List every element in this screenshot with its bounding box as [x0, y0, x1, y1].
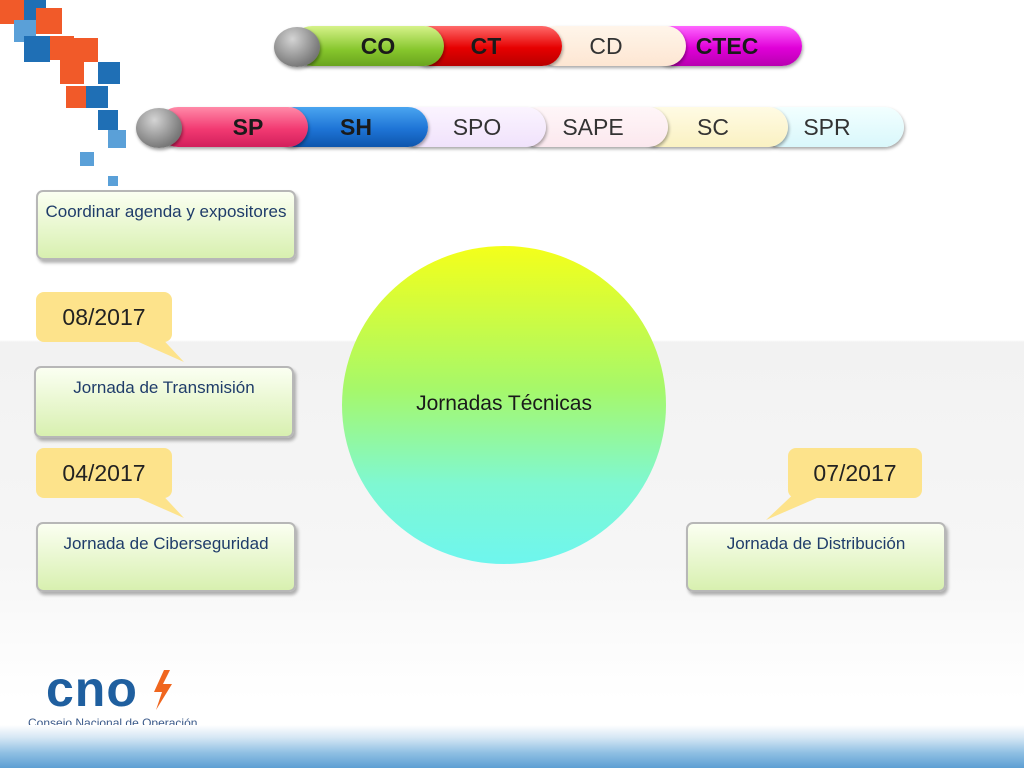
jornada-ciberseguridad-text: Jornada de Ciberseguridad — [63, 534, 269, 553]
callout-body: 04/2017 — [36, 448, 172, 498]
agenda-box: Coordinar agenda y expositores — [36, 190, 296, 260]
row2-knob-icon — [136, 108, 182, 148]
callout-body: 07/2017 — [788, 448, 922, 498]
cno-wordmark: cno — [46, 661, 138, 717]
jornada-distribucion-box: Jornada de Distribución — [686, 522, 946, 592]
agenda-box-text: Coordinar agenda y expositores — [45, 202, 287, 221]
circle-label: Jornadas Técnicas — [416, 392, 592, 415]
callout-transmision-date: 08/2017 — [36, 292, 186, 364]
jornada-ciberseguridad-box: Jornada de Ciberseguridad — [36, 522, 296, 592]
jornada-distribucion-text: Jornada de Distribución — [726, 534, 906, 553]
committees-row-2: SPR SC SAPE SPO SH SP — [136, 107, 906, 149]
committees-row-1: CTEC CD CT CO — [274, 26, 804, 68]
callout-body: 08/2017 — [36, 292, 172, 342]
decorative-squares — [0, 0, 126, 186]
row1-knob-icon — [274, 27, 320, 67]
callout-distribucion-date: 07/2017 — [760, 448, 924, 522]
committee-pill-sp[interactable]: SP — [158, 107, 308, 147]
jornadas-tecnicas-circle: Jornadas Técnicas — [342, 246, 666, 564]
cno-logo: cno — [28, 661, 228, 732]
jornada-transmision-text: Jornada de Transmisión — [73, 378, 255, 397]
callout-ciberseguridad-date: 04/2017 — [36, 448, 186, 520]
lightning-bolt-icon — [154, 670, 172, 710]
bottom-band — [0, 725, 1024, 768]
jornada-transmision-box: Jornada de Transmisión — [34, 366, 294, 438]
